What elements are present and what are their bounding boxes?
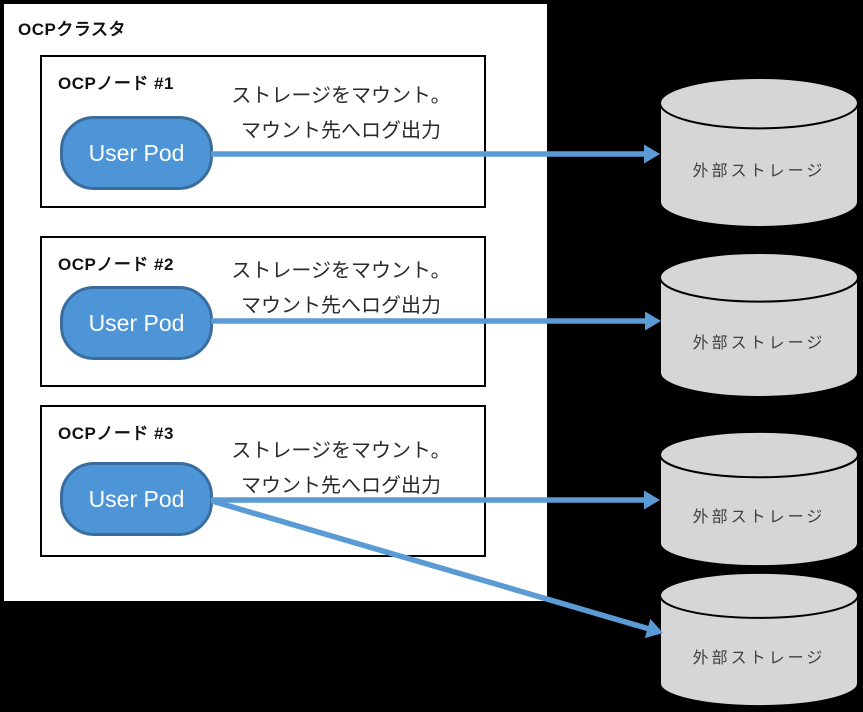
storage-2-label: 外部ストレージ — [692, 335, 826, 352]
cylinder-icon — [659, 572, 859, 707]
storage-3-label: 外部ストレージ — [692, 509, 826, 526]
user-pod-3: User Pod — [60, 462, 213, 536]
storage-4-label: 外部ストレージ — [692, 649, 826, 667]
ocp-node-2-box: OCPノード #2 User Pod ストレージをマウント。 マウント先へログ出… — [40, 236, 486, 387]
user-pod-1: User Pod — [60, 116, 213, 190]
mount-annotation-2-line1: ストレージをマウント。 — [231, 260, 451, 282]
external-storage-4: 外部ストレージ — [659, 572, 859, 707]
user-pod-2: User Pod — [60, 286, 213, 360]
mount-annotation-1: ストレージをマウント。 マウント先へログ出力 — [202, 79, 480, 149]
mount-annotation-3-line2: マウント先へログ出力 — [241, 475, 441, 497]
cluster-title: OCPクラスタ — [18, 20, 126, 39]
external-storage-2: 外部ストレージ — [659, 252, 859, 398]
storage-1-label: 外部ストレージ — [692, 162, 826, 180]
mount-annotation-2-line2: マウント先へログ出力 — [241, 295, 441, 317]
cylinder-icon — [659, 77, 859, 228]
ocp-node-3-box: OCPノード #3 User Pod ストレージをマウント。 マウント先へログ出… — [40, 405, 486, 557]
cylinder-icon — [659, 252, 859, 398]
mount-annotation-3: ストレージをマウント。 マウント先へログ出力 — [202, 434, 480, 504]
cylinder-icon — [659, 431, 859, 567]
mount-annotation-1-line1: ストレージをマウント。 — [231, 85, 451, 107]
ocp-cluster-box: OCPクラスタ OCPノード #1 User Pod ストレージをマウント。 マ… — [2, 2, 549, 603]
external-storage-1: 外部ストレージ — [659, 77, 859, 228]
node-1-title: OCPノード #1 — [58, 74, 174, 93]
mount-annotation-2: ストレージをマウント。 マウント先へログ出力 — [202, 254, 480, 324]
node-2-title: OCPノード #2 — [58, 255, 174, 274]
mount-annotation-3-line1: ストレージをマウント。 — [231, 440, 451, 462]
external-storage-3: 外部ストレージ — [659, 431, 859, 567]
mount-annotation-1-line2: マウント先へログ出力 — [241, 120, 441, 142]
ocp-node-1-box: OCPノード #1 User Pod ストレージをマウント。 マウント先へログ出… — [40, 55, 486, 208]
node-3-title: OCPノード #3 — [58, 424, 174, 443]
